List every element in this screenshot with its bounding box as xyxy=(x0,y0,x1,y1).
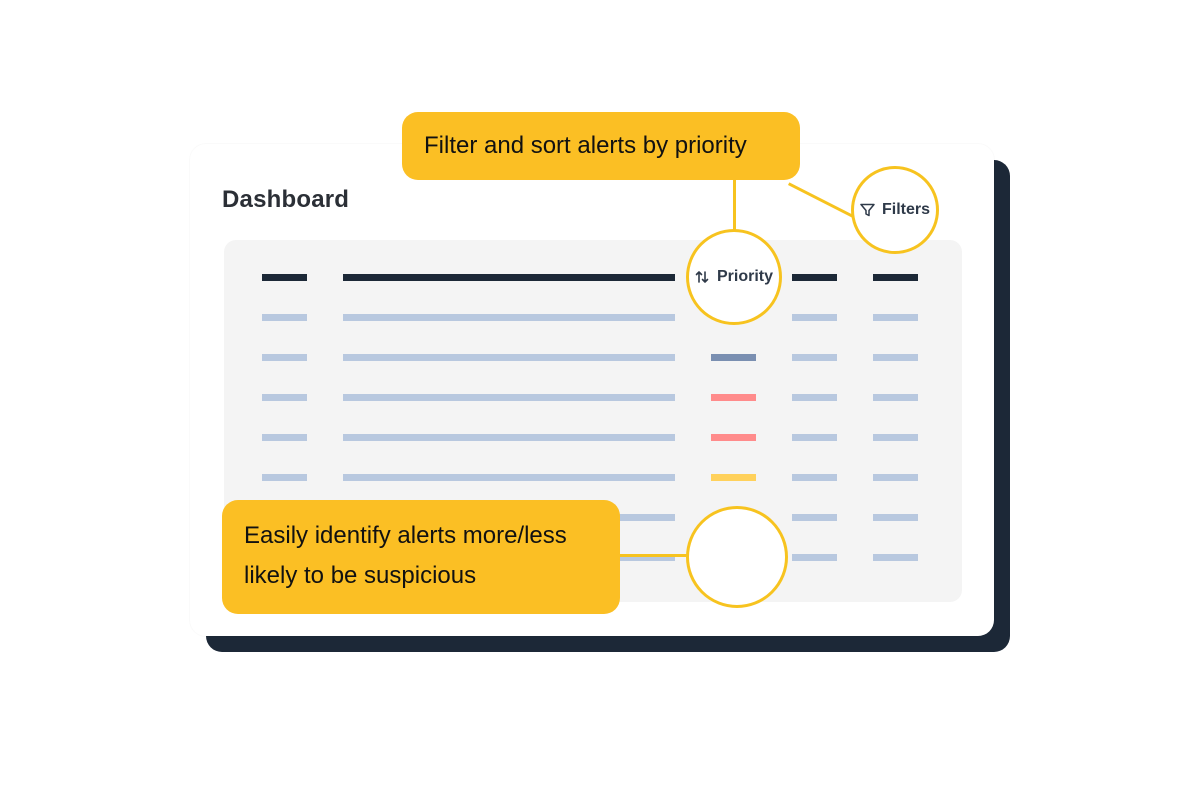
priority-indicator xyxy=(711,474,756,481)
sort-arrows-icon xyxy=(695,270,709,284)
callout-connector xyxy=(733,178,736,230)
table-cell xyxy=(873,554,918,561)
table-cell xyxy=(792,514,837,521)
table-cell xyxy=(792,394,837,401)
column-header xyxy=(873,274,918,281)
column-header xyxy=(792,274,837,281)
table-cell xyxy=(873,354,918,361)
table-cell xyxy=(262,474,307,481)
table-cell xyxy=(262,354,307,361)
table-cell xyxy=(262,434,307,441)
table-cell xyxy=(873,434,918,441)
table-cell xyxy=(262,314,307,321)
page-title: Dashboard xyxy=(222,186,350,213)
table-cell xyxy=(873,474,918,481)
callout-text-line-1: Easily identify alerts more/less xyxy=(244,522,567,549)
column-header xyxy=(343,274,675,281)
table-cell xyxy=(873,514,918,521)
priority-sort-button[interactable]: Priority xyxy=(686,229,782,325)
filters-button[interactable]: Filters xyxy=(851,166,939,254)
priority-label: Priority xyxy=(716,268,773,285)
filters-label: Filters xyxy=(881,201,930,218)
table-cell xyxy=(792,474,837,481)
table-cell xyxy=(792,354,837,361)
suspicious-alerts-callout: Easily identify alerts more/less likely … xyxy=(222,500,620,614)
table-cell xyxy=(343,354,675,361)
priority-highlight-circle xyxy=(686,506,788,608)
table-cell xyxy=(343,474,675,481)
table-cell xyxy=(792,434,837,441)
filter-sort-callout: Filter and sort alerts by priority xyxy=(402,112,800,180)
table-cell xyxy=(343,314,675,321)
table-cell xyxy=(262,394,307,401)
table-cell xyxy=(873,394,918,401)
column-header xyxy=(262,274,307,281)
callout-text-line-2: likely to be suspicious xyxy=(244,562,477,589)
callout-connector xyxy=(618,554,688,557)
priority-indicator xyxy=(711,394,756,401)
table-cell xyxy=(792,314,837,321)
callout-text: Filter and sort alerts by priority xyxy=(424,132,747,159)
table-cell xyxy=(343,434,675,441)
priority-indicator xyxy=(711,434,756,441)
table-cell xyxy=(792,554,837,561)
table-cell xyxy=(343,394,675,401)
filter-funnel-icon xyxy=(860,203,875,217)
priority-indicator xyxy=(711,354,756,361)
table-cell xyxy=(873,314,918,321)
